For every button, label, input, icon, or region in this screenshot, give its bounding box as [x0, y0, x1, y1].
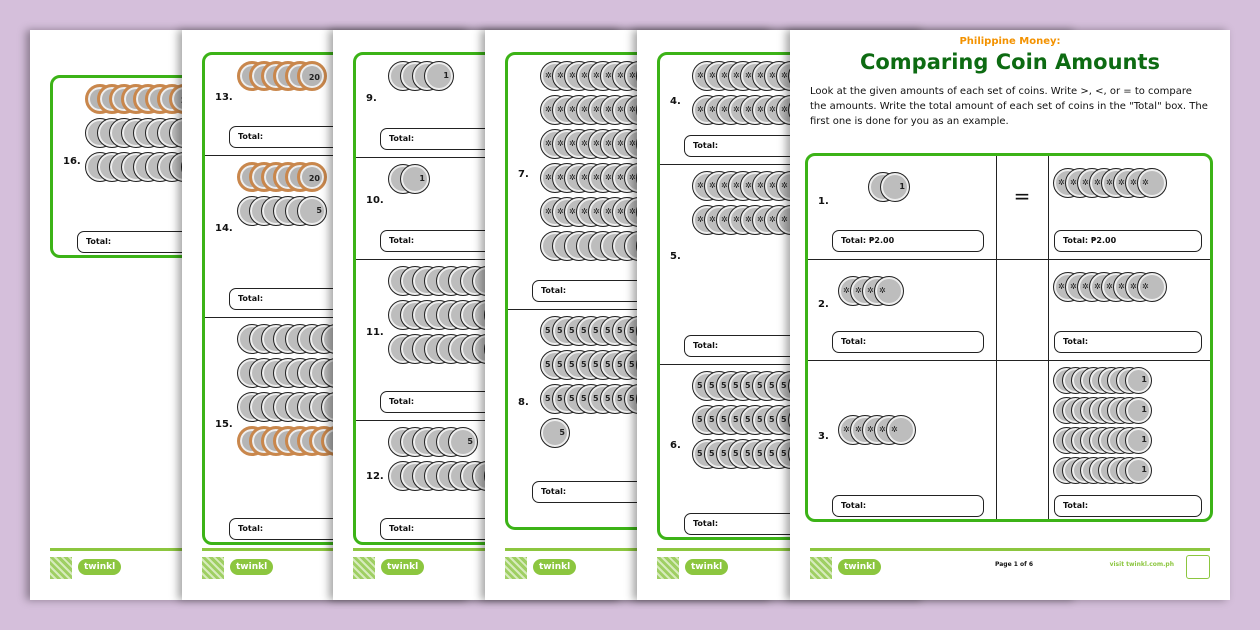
worksheet-page-front: Philippine Money: Comparing Coin Amounts…: [790, 30, 1230, 600]
exercise-number: 8.: [518, 396, 529, 408]
page-footer: twinkl Page 1 of 6 visit twinkl.com.ph: [810, 548, 1210, 579]
coin-row: [692, 93, 830, 127]
coin-row: [868, 170, 910, 204]
exercise-number: 10.: [366, 195, 384, 206]
worksheet-subtitle: Philippine Money:: [959, 36, 1061, 47]
worksheet-title: Comparing Coin Amounts: [859, 50, 1161, 74]
coin-row: [237, 59, 327, 93]
exercise-number: 5.: [670, 251, 681, 262]
exercise-number: 13.: [215, 91, 233, 103]
qr-code-icon: [50, 557, 72, 579]
exercise-number: 12.: [366, 470, 384, 482]
coin-row: [1053, 455, 1152, 485]
qr-code-icon: [810, 557, 832, 579]
coin-row: [1053, 425, 1152, 455]
twinkl-logo: twinkl: [838, 559, 882, 575]
right-total-box[interactable]: Total:: [1054, 331, 1202, 353]
exercise-number: 1.: [818, 196, 829, 207]
coin-row: [838, 413, 916, 447]
coin-p5: [448, 427, 478, 457]
coin-row: [388, 425, 550, 459]
exercise-number: 7.: [518, 168, 529, 180]
exercise-number: 14.: [215, 223, 233, 234]
coin-p1: [1125, 426, 1152, 454]
coin-c25: [886, 415, 916, 445]
qr-code-icon: [657, 557, 679, 579]
coin-row: [1053, 166, 1167, 200]
coin-p5: [540, 418, 570, 448]
exercise-number: 3.: [818, 431, 829, 442]
coin-c25: [1137, 168, 1167, 198]
left-total-box[interactable]: Total:: [832, 331, 984, 353]
coin-p1: [1125, 366, 1152, 394]
coin-group: [237, 160, 327, 228]
coin-row: [692, 203, 806, 237]
qr-code-icon: [202, 557, 224, 579]
coin-row: [1053, 365, 1152, 395]
right-total-box[interactable]: Total:: [1054, 495, 1202, 517]
coin-group: [388, 59, 454, 93]
coin-row: [692, 369, 830, 403]
twinkl-logo: twinkl: [533, 559, 577, 575]
exercise-number: 16.: [63, 155, 81, 167]
left-total-box[interactable]: Total:: [832, 495, 984, 517]
coin-row: [1053, 270, 1167, 304]
right-total-box[interactable]: Total: ₱2.00: [1054, 230, 1202, 252]
instructions: Look at the given amounts of each set of…: [810, 86, 1208, 127]
exercise-number: 2.: [818, 298, 829, 310]
coin-group: [237, 59, 327, 93]
qr-code-icon: [505, 557, 527, 579]
exercise-number: 15.: [215, 419, 233, 430]
exercise-number: 11.: [366, 326, 384, 338]
left-coin-group: [838, 413, 916, 447]
twinkl-logo: twinkl: [381, 559, 425, 575]
coin-row: [388, 162, 430, 196]
left-total-box[interactable]: Total: ₱2.00: [832, 230, 984, 252]
coin-c25: [874, 276, 904, 306]
coin-c25: [1137, 272, 1167, 302]
exercise-row: 1. = Total: ₱2.00 Total: ₱2.00: [808, 156, 1210, 260]
exercise-number: 9.: [366, 92, 377, 104]
left-coin-group: [838, 274, 904, 308]
coin-row: [540, 416, 702, 450]
column-divider: [1048, 156, 1049, 519]
qr-code-icon: [353, 557, 375, 579]
coin-p1: [1125, 456, 1152, 484]
twinkl-logo: twinkl: [230, 559, 274, 575]
coin-p5: [297, 196, 327, 226]
coin-p1: [400, 164, 430, 194]
right-coin-group: [1053, 270, 1167, 304]
coin-row: [237, 160, 327, 194]
website-link[interactable]: visit twinkl.com.ph: [1109, 561, 1174, 568]
coin-row: [237, 194, 327, 228]
page-number: Page 1 of 6: [995, 561, 1033, 568]
coin-row: [85, 82, 271, 116]
comparison-symbol[interactable]: =: [1013, 184, 1031, 208]
exercise-row: 2. Total: Total:: [808, 260, 1210, 361]
quality-badge-icon: [1186, 555, 1210, 579]
exercise-row: 3. Total: Total:: [808, 361, 1210, 519]
coin-row: [1053, 395, 1152, 425]
twinkl-logo: twinkl: [685, 559, 729, 575]
coin-group: [388, 162, 430, 196]
right-coin-group: [1053, 166, 1167, 200]
coin-b20: [297, 162, 327, 192]
exercise-number: 6.: [670, 440, 681, 451]
coin-b20: [297, 61, 327, 91]
coin-p1: [880, 172, 910, 202]
left-coin-group: [868, 170, 910, 204]
coin-row: [692, 169, 806, 203]
coin-p1: [424, 61, 454, 91]
right-coin-group: [1053, 365, 1152, 485]
coin-group: [692, 169, 806, 237]
exercise-number: 4.: [670, 96, 681, 107]
exercise-table: 1. = Total: ₱2.00 Total: ₱2.002. Total: …: [805, 153, 1213, 522]
coin-row: [388, 59, 454, 93]
column-divider: [996, 156, 997, 519]
twinkl-logo: twinkl: [78, 559, 122, 575]
coin-row: [838, 274, 904, 308]
coin-p1: [1125, 396, 1152, 424]
